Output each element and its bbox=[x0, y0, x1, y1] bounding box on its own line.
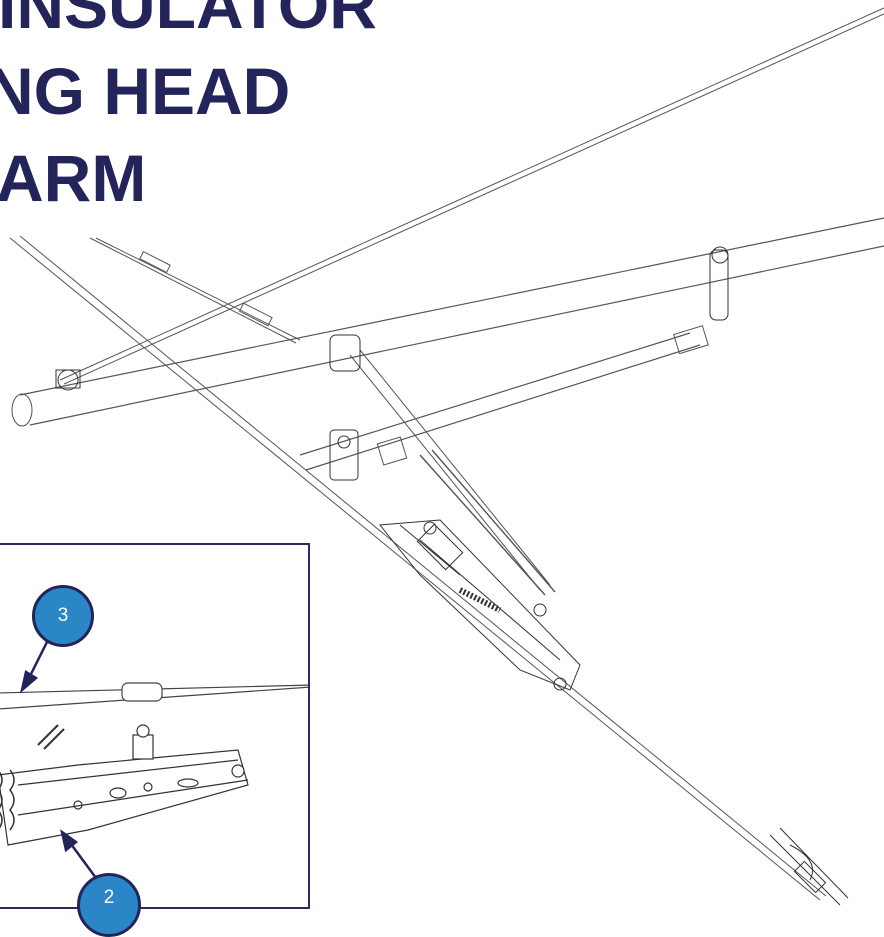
messenger-wire bbox=[59, 7, 884, 385]
steady-arm-wire bbox=[89, 237, 301, 344]
insulator-assembly bbox=[379, 519, 581, 691]
clamp-fittings bbox=[55, 246, 729, 481]
callout-2: 2 bbox=[77, 873, 141, 937]
registration-tube bbox=[11, 217, 884, 427]
inset-drawing bbox=[0, 682, 308, 846]
steady-tube bbox=[299, 325, 709, 471]
callout-3: 3 bbox=[32, 585, 94, 647]
overhead-line-drawing bbox=[9, 7, 884, 906]
inset-insulator-rod bbox=[121, 682, 163, 702]
callout-arrows bbox=[19, 639, 98, 879]
title-line-2: NG HEAD bbox=[0, 54, 291, 128]
title-line-3: ARM bbox=[0, 141, 147, 215]
callout-arrow-2 bbox=[60, 829, 98, 879]
title-line-1: INSULATOR bbox=[0, 0, 377, 42]
inset-clamp-body bbox=[0, 724, 249, 846]
end-fitting bbox=[769, 827, 849, 906]
inset-spring bbox=[0, 769, 15, 831]
callout-arrow-3 bbox=[19, 639, 50, 694]
hanger-strut bbox=[349, 349, 556, 596]
